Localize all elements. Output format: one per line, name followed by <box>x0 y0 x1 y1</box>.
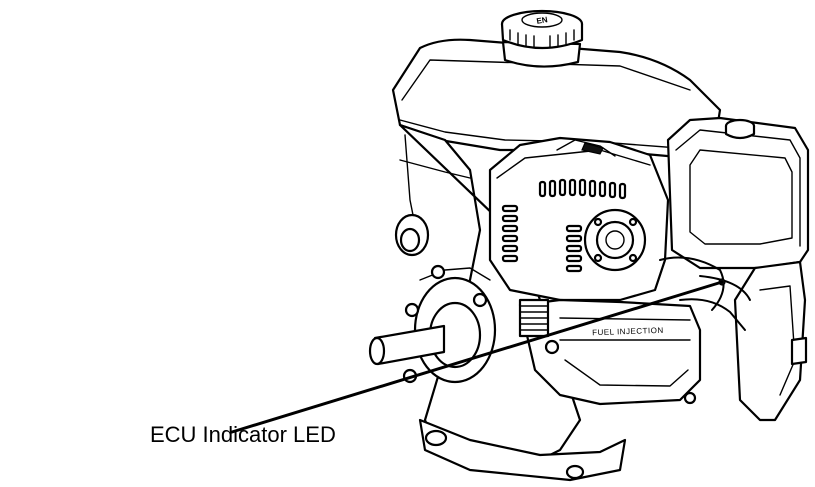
air-cleaner-edge <box>675 129 801 247</box>
fan-housing-vents <box>538 178 627 200</box>
callout-leader-line <box>230 280 724 434</box>
fan-housing-side-vents <box>501 204 519 263</box>
recoil-starter-bolts <box>593 217 638 263</box>
recoil-starter-hub <box>595 220 635 260</box>
recoil-starter-center <box>605 230 625 250</box>
intake-tube-ribs <box>519 305 549 331</box>
bolt <box>404 302 420 318</box>
housing-handle <box>556 139 616 157</box>
callout-label: ECU Indicator LED <box>150 422 336 447</box>
wire-harness <box>679 298 746 331</box>
drain-plug <box>424 429 448 447</box>
bolt <box>683 391 697 405</box>
cover-band <box>559 317 691 321</box>
fuel-hose <box>659 256 725 311</box>
fuel-cap-mark: EN <box>536 15 549 26</box>
muffler-tab <box>790 336 808 366</box>
cover-bottom-curve <box>564 359 689 387</box>
fuel-injection-label: FUEL INJECTION <box>592 326 664 337</box>
fan-housing-side-vents <box>565 224 583 273</box>
side-knob-inner <box>399 227 421 253</box>
fuel-tank-seam <box>399 119 706 151</box>
bolt <box>472 292 488 308</box>
air-cleaner <box>666 116 810 270</box>
crankcase-seam <box>399 159 471 179</box>
air-cleaner-knob-rim <box>724 124 756 140</box>
housing-grip <box>581 142 604 155</box>
fuel-cap-top <box>521 12 563 28</box>
fuel-cap-rim <box>500 22 584 50</box>
bolt <box>430 264 446 280</box>
fuel-injection-cover <box>518 298 702 406</box>
air-cleaner-lid <box>689 149 793 245</box>
bolt <box>544 339 560 355</box>
muffler-housing-edge <box>759 285 796 396</box>
output-shaft-end <box>368 336 386 366</box>
wire-harness <box>699 275 751 301</box>
muffler-housing <box>733 260 807 422</box>
filler-neck <box>501 40 582 68</box>
fuel-cap-grips <box>509 29 575 48</box>
fan-housing-top-edge <box>496 149 651 179</box>
base-bolt <box>565 464 585 480</box>
